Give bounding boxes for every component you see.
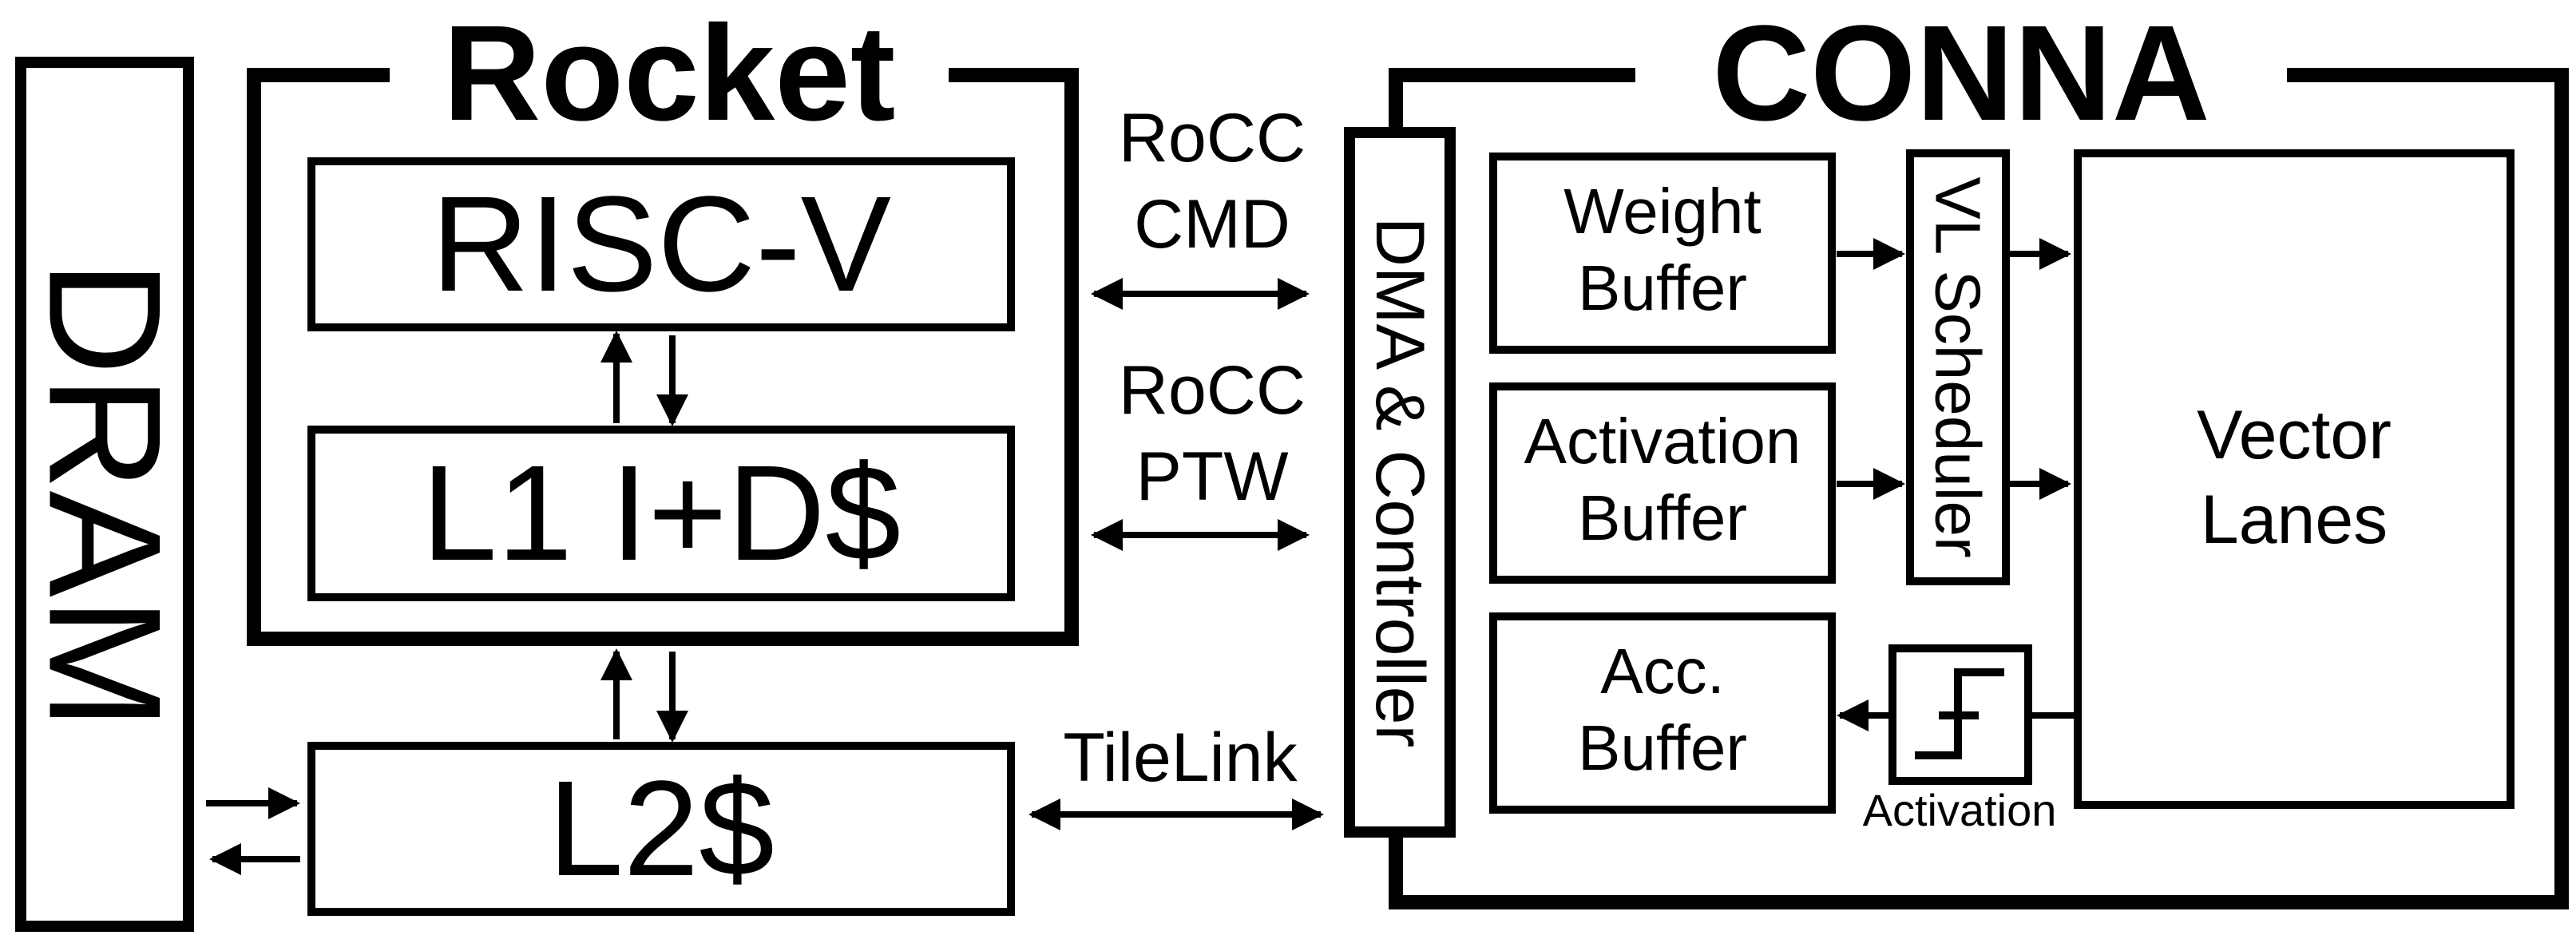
dma-controller-label: DMA & Controller <box>1361 217 1438 747</box>
vector-lanes-block <box>2074 149 2515 809</box>
activation-unit-label: Activation <box>1863 785 2057 835</box>
activation-buffer-label-line2: Buffer <box>1578 482 1747 553</box>
rocc-cmd-label-line2: CMD <box>1134 186 1290 263</box>
vector-lanes-label-line1: Vector <box>2197 397 2392 474</box>
conna-title: CONNA <box>1712 0 2209 149</box>
activation-buffer-label-line1: Activation <box>1524 406 1801 477</box>
acc-buffer-block <box>1489 612 1836 814</box>
dma-controller-block <box>1344 127 1456 838</box>
dram-label: DRAM <box>16 260 194 731</box>
vector-lanes-label-line2: Lanes <box>2201 481 2388 558</box>
l1-cache-block <box>307 426 1015 601</box>
l1-cache-label: L1 I+D$ <box>422 438 901 589</box>
activation-buffer-block <box>1489 382 1836 584</box>
rocc-ptw-label-line2: PTW <box>1135 438 1288 515</box>
step-function-icon <box>1915 668 2004 759</box>
rocket-title: Rocket <box>443 0 896 149</box>
l2-cache-label: L2$ <box>548 753 775 905</box>
rocc-ptw-label-line1: RoCC <box>1119 352 1306 429</box>
vl-scheduler-label: VL Scheduler <box>1923 176 1994 557</box>
weight-buffer-label-line2: Buffer <box>1578 252 1747 323</box>
acc-buffer-label-line1: Acc. <box>1600 636 1725 707</box>
acc-buffer-label-line2: Buffer <box>1578 712 1747 783</box>
weight-buffer-block <box>1489 153 1836 354</box>
risc-v-block <box>307 157 1015 331</box>
rocket-container <box>247 68 1079 646</box>
rocc-cmd-label-line1: RoCC <box>1119 100 1306 176</box>
l2-cache-block <box>307 742 1015 916</box>
vl-scheduler-block <box>1906 149 2010 585</box>
dram-block <box>15 57 194 932</box>
weight-buffer-label-line1: Weight <box>1563 176 1762 247</box>
conna-container <box>1389 68 2569 909</box>
tilelink-label: TileLink <box>1063 719 1298 796</box>
risc-v-label: RISC-V <box>431 168 891 320</box>
